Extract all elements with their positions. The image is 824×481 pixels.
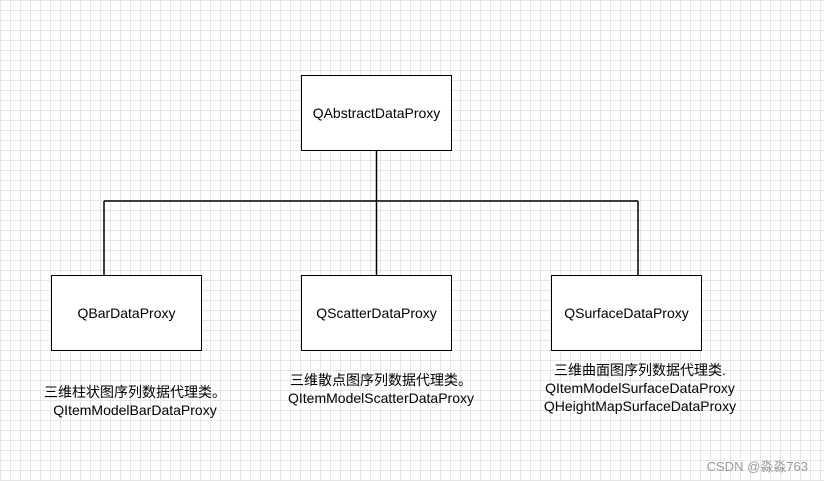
node-scatter-data-proxy[interactable]: QScatterDataProxy	[301, 275, 452, 351]
watermark: CSDN @淼淼763	[706, 459, 808, 474]
node-label: QBarDataProxy	[77, 305, 176, 321]
bar-proxy-note: 三维柱状图序列数据代理类。 QItemModelBarDataProxy	[35, 383, 235, 419]
note-line: QItemModelScatterDataProxy	[288, 390, 474, 406]
note-line: QHeightMapSurfaceDataProxy	[543, 398, 737, 414]
node-surface-data-proxy[interactable]: QSurfaceDataProxy	[551, 275, 702, 351]
note-line: 三维曲面图序列数据代理类.	[554, 362, 726, 378]
node-label: QScatterDataProxy	[316, 305, 437, 321]
node-label: QAbstractDataProxy	[312, 105, 441, 121]
note-line: QItemModelSurfaceDataProxy	[545, 380, 735, 396]
note-line: 三维散点图序列数据代理类。	[290, 372, 472, 388]
surface-proxy-note: 三维曲面图序列数据代理类. QItemModelSurfaceDataProxy…	[530, 361, 750, 415]
node-label: QSurfaceDataProxy	[564, 305, 689, 321]
node-abstract-data-proxy[interactable]: QAbstractDataProxy	[301, 75, 452, 151]
scatter-proxy-note: 三维散点图序列数据代理类。 QItemModelScatterDataProxy	[276, 371, 486, 407]
note-line: 三维柱状图序列数据代理类。	[44, 384, 226, 400]
node-bar-data-proxy[interactable]: QBarDataProxy	[51, 275, 202, 351]
note-line: QItemModelBarDataProxy	[53, 402, 217, 418]
